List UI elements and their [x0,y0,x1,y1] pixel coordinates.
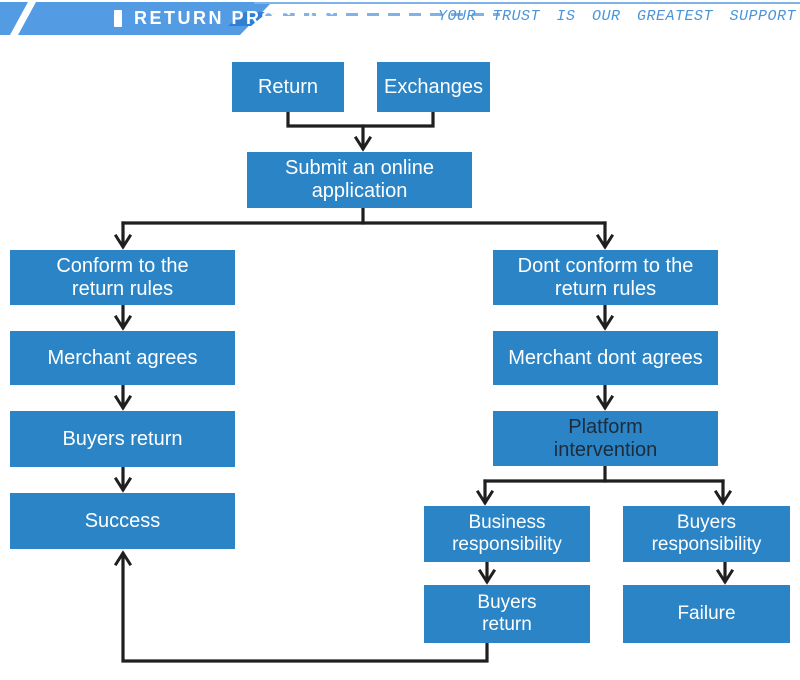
page-title: RETURN PROCESS [134,8,338,28]
header-title-group: RETURN PROCESS [114,2,337,35]
node-buyers-return-right: Buyers return [424,585,590,643]
node-conform-rules: Conform to the return rules [10,250,235,305]
node-success: Success [10,493,235,549]
node-merchant-agrees: Merchant agrees [10,331,235,385]
header-slogan: YOUR TRUST IS OUR GREATEST SUPPORT [437,8,796,25]
node-buyers-responsibility: Buyers responsibility [623,506,790,562]
node-business-responsibility: Business responsibility [424,506,590,562]
node-merchant-dont-agrees: Merchant dont agrees [493,331,718,385]
node-platform-intervention: Platform intervention [493,411,718,466]
title-bar-icon [114,10,122,27]
node-buyers-return-left: Buyers return [10,411,235,467]
node-submit-application: Submit an online application [247,152,472,208]
header-top-line [254,2,800,4]
header-banner [0,2,272,35]
node-dont-conform-rules: Dont conform to the return rules [493,250,718,305]
node-return: Return [232,62,344,112]
header-dashed-line [262,13,500,16]
node-failure: Failure [623,585,790,643]
node-exchanges: Exchanges [377,62,490,112]
